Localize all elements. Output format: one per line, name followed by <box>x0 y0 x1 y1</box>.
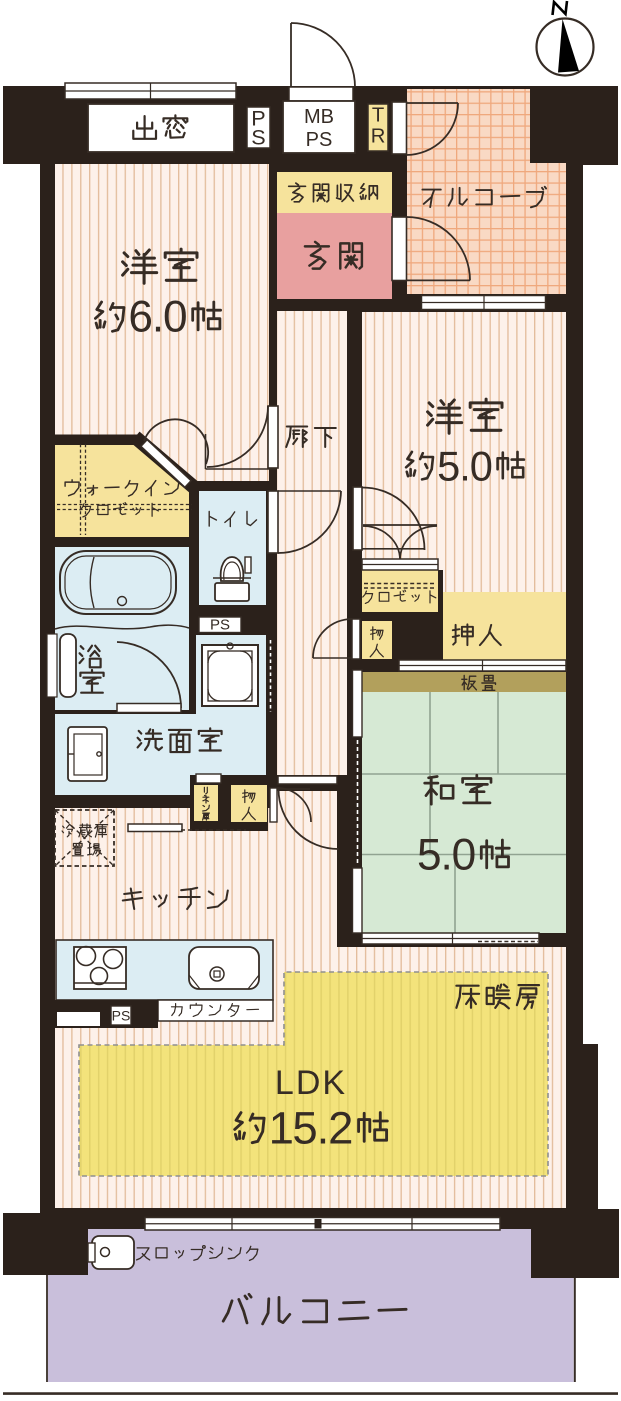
svg-text:.: . <box>459 443 471 490</box>
svg-text:LDK: LDK <box>275 1064 347 1102</box>
svg-text:P: P <box>251 106 265 131</box>
svg-text:0: 0 <box>452 831 477 880</box>
svg-text:MB: MB <box>304 106 334 128</box>
svg-text:PS: PS <box>306 129 333 151</box>
svg-text:.: . <box>440 831 452 880</box>
svg-text:1: 1 <box>269 1103 294 1154</box>
svg-text:S: S <box>251 125 265 150</box>
svg-text:0: 0 <box>163 293 188 342</box>
svg-text:PS: PS <box>112 1008 131 1024</box>
svg-text:T: T <box>372 105 384 127</box>
svg-text:5: 5 <box>437 443 460 490</box>
svg-text:0: 0 <box>470 443 493 490</box>
svg-text:.: . <box>317 1103 330 1154</box>
svg-text:2: 2 <box>328 1103 353 1154</box>
svg-text:R: R <box>371 126 386 148</box>
svg-text:PS: PS <box>210 617 230 634</box>
svg-text:.: . <box>152 293 164 342</box>
svg-text:5: 5 <box>292 1103 317 1154</box>
svg-text:6: 6 <box>128 293 153 342</box>
svg-text:5: 5 <box>417 831 442 880</box>
